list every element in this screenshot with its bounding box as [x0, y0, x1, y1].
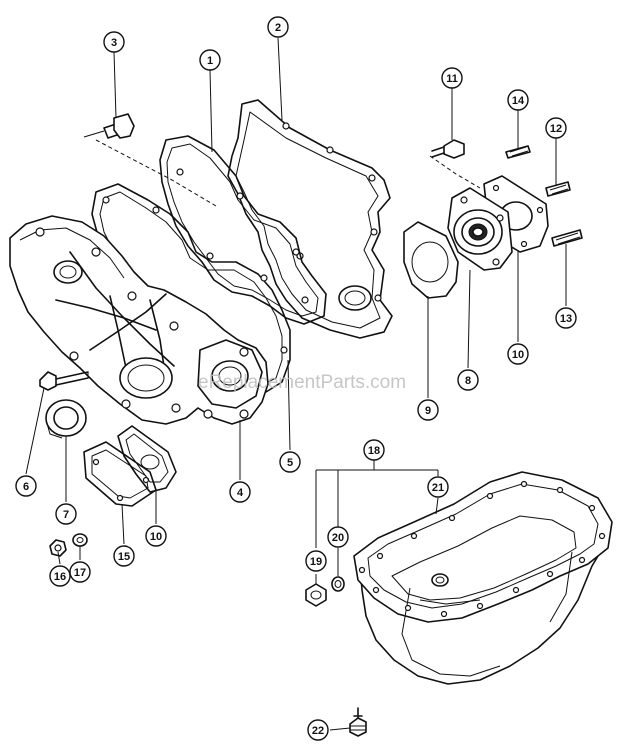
callout-10a[interactable]: 10	[145, 525, 167, 547]
callout-13[interactable]: 13	[555, 307, 577, 329]
callout-7[interactable]: 7	[55, 503, 77, 525]
callout-label: 5	[287, 457, 293, 469]
callout-circle	[69, 561, 91, 583]
callout-label: 20	[332, 532, 344, 544]
watermark-text: eReplacementParts.com	[198, 372, 406, 393]
stud-14	[505, 145, 531, 159]
bolt-6	[39, 371, 89, 391]
bolt-11	[431, 139, 465, 159]
callout-20[interactable]: 20	[327, 526, 349, 548]
callout-label: 16	[54, 571, 66, 583]
gasket-2	[227, 99, 393, 339]
callout-label: 8	[465, 375, 471, 387]
callout-label: 10	[150, 531, 162, 543]
bolt-22	[349, 707, 367, 737]
callout-circle	[441, 67, 463, 89]
callout-circle	[363, 439, 385, 461]
bolt-3	[83, 113, 135, 139]
callout-4[interactable]: 4	[229, 481, 251, 503]
callout-14[interactable]: 14	[507, 89, 529, 111]
callout-circle	[103, 31, 125, 53]
callout-circle	[267, 16, 289, 38]
callout-3[interactable]: 3	[103, 31, 125, 53]
nut-16	[49, 539, 67, 557]
callout-circle	[279, 451, 301, 473]
callout-1[interactable]: 1	[199, 49, 221, 71]
callout-circle	[545, 117, 567, 139]
callout-21[interactable]: 21	[427, 476, 449, 498]
callout-circle	[457, 369, 479, 391]
leader-lines	[25, 37, 567, 731]
callout-label: 12	[550, 123, 562, 135]
seal-housing-8	[447, 187, 513, 271]
gasket-1	[159, 135, 327, 325]
callout-17[interactable]: 17	[69, 561, 91, 583]
callout-label: 19	[310, 556, 322, 568]
callout-circle	[145, 525, 167, 547]
callout-label: 15	[118, 551, 130, 563]
callout-15[interactable]: 15	[113, 545, 135, 567]
callout-label: 11	[446, 73, 458, 85]
callout-label: 3	[111, 37, 117, 49]
callout-circle	[307, 719, 329, 741]
callout-2[interactable]: 2	[267, 16, 289, 38]
callout-label: 17	[74, 567, 86, 579]
callout-22[interactable]: 22	[307, 719, 329, 741]
callout-6[interactable]: 6	[15, 475, 37, 497]
callout-label: 22	[312, 725, 324, 737]
callout-label: 13	[560, 313, 572, 325]
callout-18[interactable]: 18	[363, 439, 385, 461]
callout-circle	[199, 49, 221, 71]
callout-circle	[427, 476, 449, 498]
callout-label: 2	[275, 22, 281, 34]
oil-seal-7	[45, 399, 87, 439]
callout-9[interactable]: 9	[417, 399, 439, 421]
washer-17	[72, 533, 88, 547]
callout-label: 10	[512, 349, 524, 361]
stud-12	[545, 181, 571, 197]
callout-circle	[113, 545, 135, 567]
callout-11[interactable]: 11	[441, 67, 463, 89]
stud-13	[551, 229, 583, 247]
callout-label: 7	[63, 509, 69, 521]
callout-16[interactable]: 16	[49, 565, 71, 587]
front-cover-4	[9, 215, 269, 425]
callout-label: 4	[237, 487, 244, 499]
gasket-9	[403, 221, 459, 299]
callout-circle	[555, 307, 577, 329]
callout-label: 9	[425, 405, 431, 417]
callout-5[interactable]: 5	[279, 451, 301, 473]
callout-label: 1	[207, 55, 213, 67]
callout-circle	[507, 343, 529, 365]
callout-circle	[49, 565, 71, 587]
callout-label: 14	[512, 95, 525, 107]
washer-20	[331, 576, 345, 592]
callout-circle	[417, 399, 439, 421]
callout-label: 18	[368, 445, 380, 457]
oil-pan-18	[353, 471, 613, 685]
callout-circle	[15, 475, 37, 497]
callout-label: 21	[432, 482, 444, 494]
callout-circle	[55, 503, 77, 525]
callout-circle	[305, 550, 327, 572]
callout-19[interactable]: 19	[305, 550, 327, 572]
drain-plug-19	[305, 583, 327, 607]
callout-circle	[327, 526, 349, 548]
callout-label: 6	[23, 481, 29, 493]
gasket-10-left	[117, 425, 177, 493]
callout-8[interactable]: 8	[457, 369, 479, 391]
callout-circle	[507, 89, 529, 111]
cover-plate-15	[83, 441, 157, 507]
callout-10b[interactable]: 10	[507, 343, 529, 365]
callout-12[interactable]: 12	[545, 117, 567, 139]
callout-circle	[229, 481, 251, 503]
